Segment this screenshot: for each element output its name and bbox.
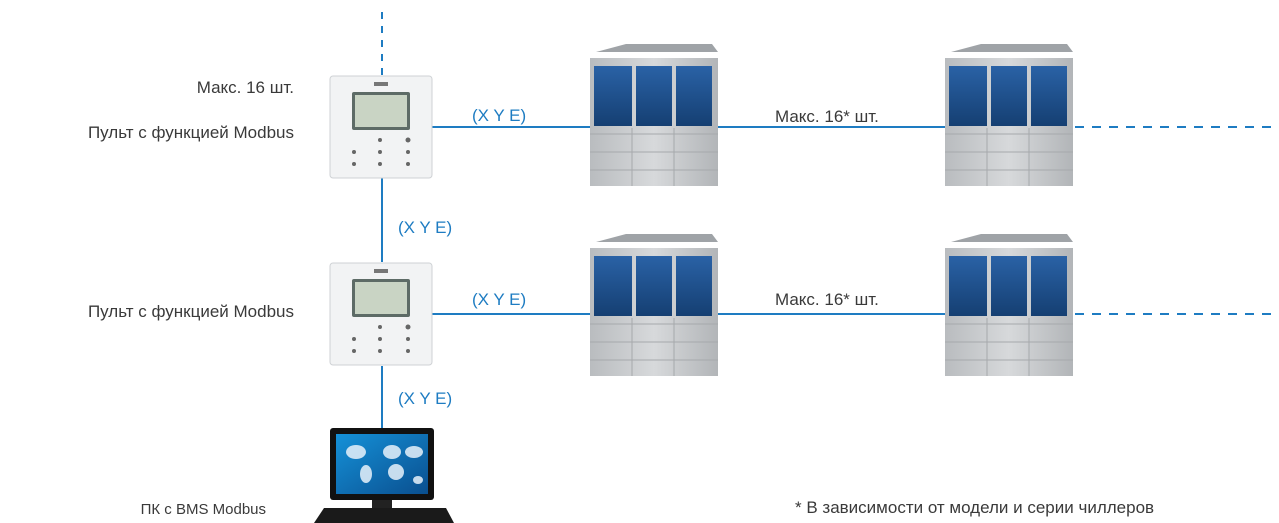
bus-label-2: (X Y E) — [472, 290, 527, 309]
controller-label-1: Пульт с функцией Modbus — [87, 123, 294, 142]
max-chillers-label-2: Макс. 16* шт. — [775, 290, 879, 309]
pc-computer-icon — [314, 428, 454, 523]
chiller-unit-2 — [944, 43, 1074, 187]
footnote: * В зависимости от модели и серии чиллер… — [795, 498, 1155, 517]
pc-label: ПК с BMS Modbus — [140, 501, 266, 518]
controller-device-2 — [329, 262, 433, 366]
bus-label-vertical-2: (X Y E) — [398, 389, 453, 408]
max-chillers-label-1: Макс. 16* шт. — [775, 107, 879, 126]
controller-label-2: Пульт с функцией Modbus — [87, 302, 294, 321]
chiller-unit-4 — [944, 233, 1074, 377]
max-controllers-label: Макс. 16 шт. — [196, 78, 294, 97]
controller-device-1 — [329, 75, 433, 179]
bus-label-1: (X Y E) — [472, 106, 527, 125]
bus-label-vertical-1: (X Y E) — [398, 218, 453, 237]
chiller-unit-1 — [589, 43, 719, 187]
chiller-unit-3 — [589, 233, 719, 377]
